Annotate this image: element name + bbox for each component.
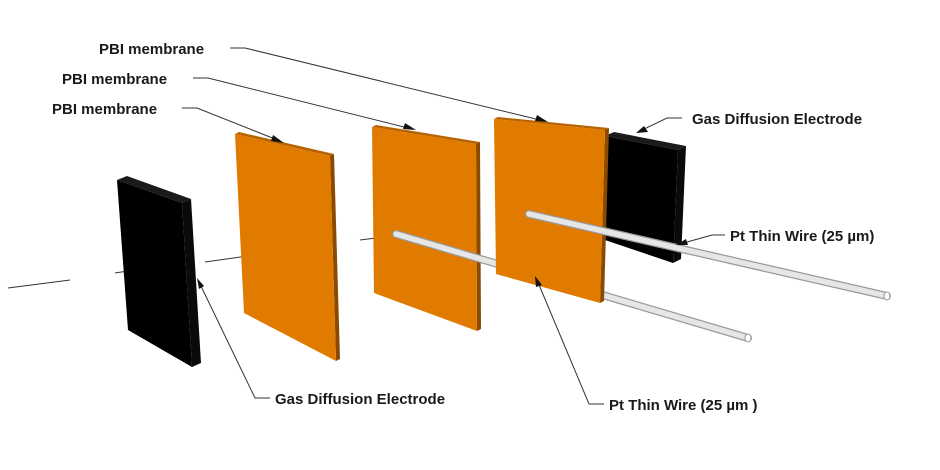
gas-diffusion-electrode-right (605, 132, 686, 263)
label-pbi-membrane-3: PBI membrane (99, 41, 204, 58)
label-gas-diffusion-electrode-top: Gas Diffusion Electrode (692, 111, 862, 128)
label-gas-diffusion-electrode-bottom: Gas Diffusion Electrode (275, 391, 445, 408)
pbi-membrane-1 (235, 132, 340, 361)
pbi-membrane-2 (372, 125, 481, 331)
label-pbi-membrane-2: PBI membrane (62, 71, 167, 88)
pbi-membrane-3 (494, 117, 609, 303)
label-pt-thin-wire-top: Pt Thin Wire (25 µm) (730, 228, 874, 245)
leader-lines (182, 47, 725, 405)
label-pt-thin-wire-bottom: Pt Thin Wire (25 µm ) (609, 397, 758, 414)
label-pbi-membrane-1: PBI membrane (52, 101, 157, 118)
pt-wire-1 (525, 210, 891, 301)
gas-diffusion-electrode-left (117, 176, 201, 367)
